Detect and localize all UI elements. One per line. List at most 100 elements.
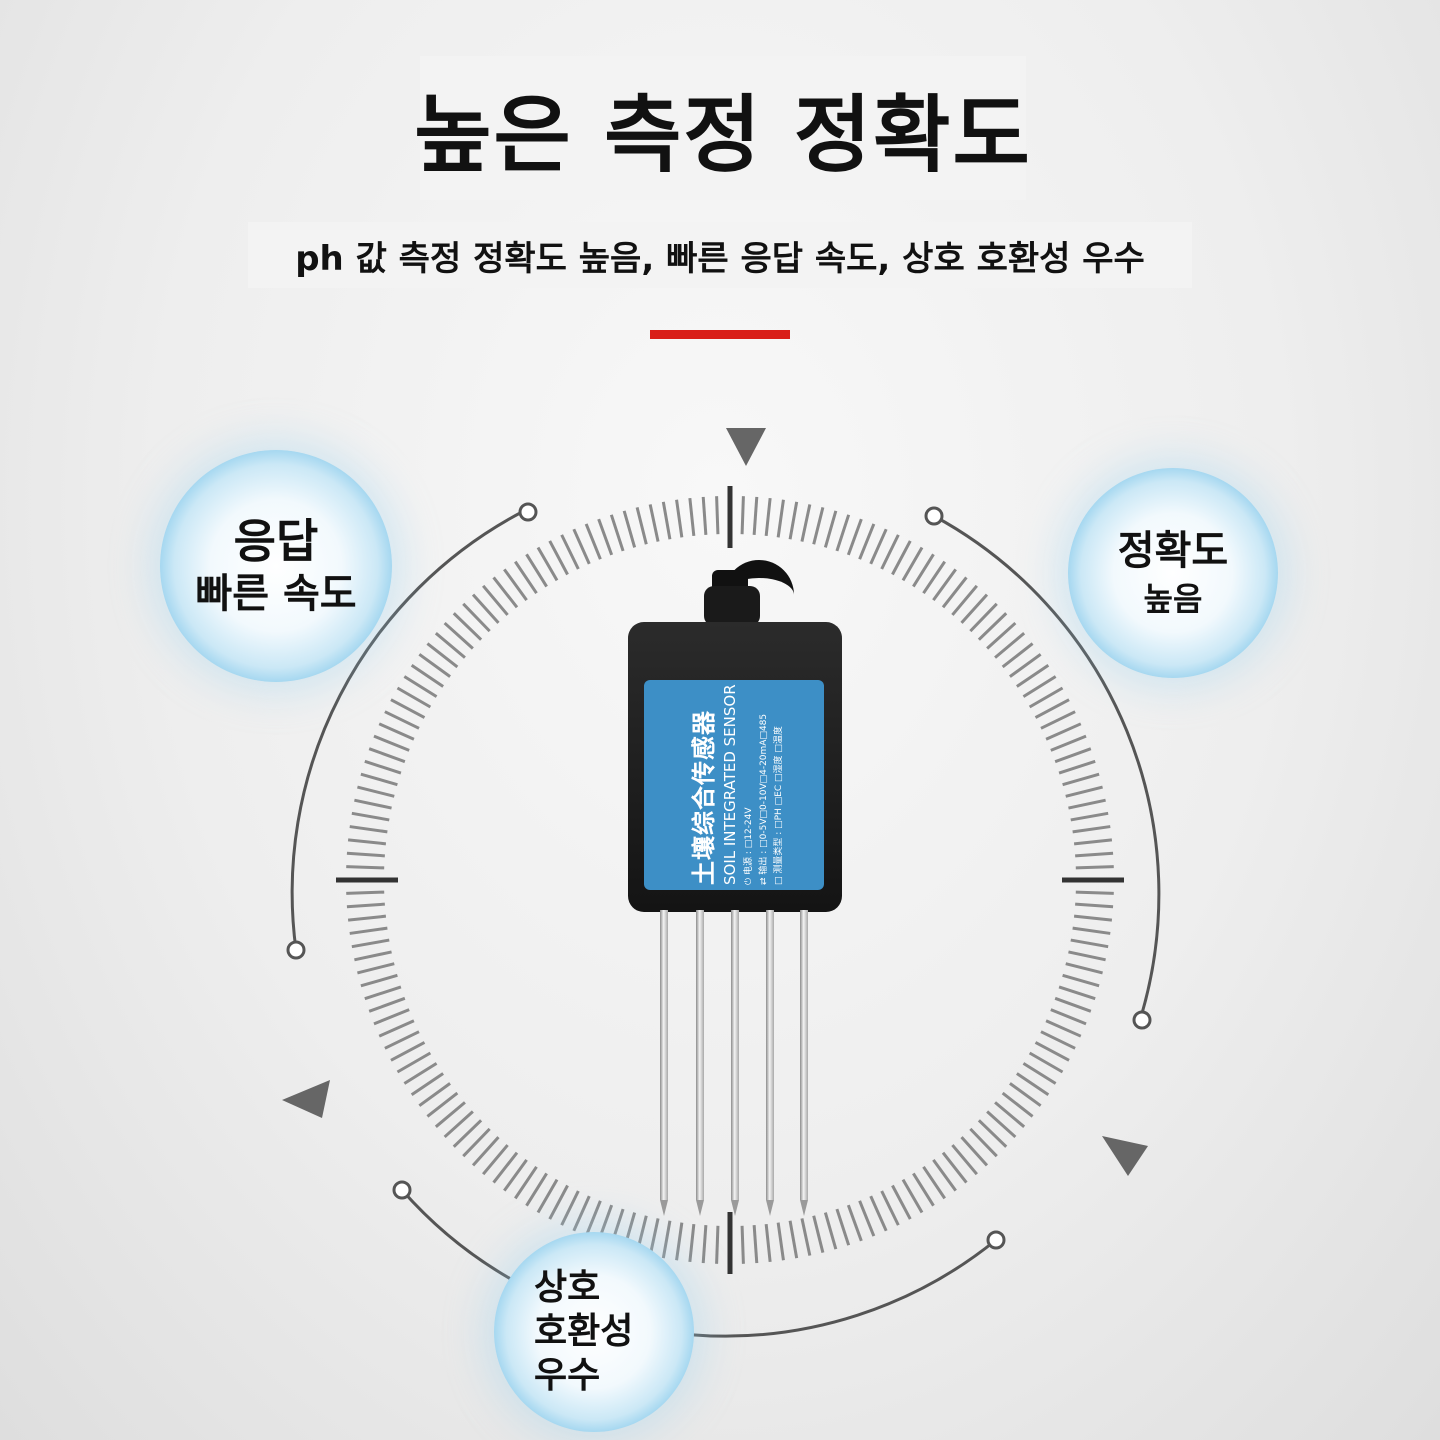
gauge-tick <box>800 504 812 542</box>
gauge-tick <box>661 1220 672 1259</box>
gauge-tick <box>869 528 888 565</box>
gauge-tick <box>835 514 851 552</box>
gauge-tick <box>1073 838 1113 846</box>
arc-dot <box>392 1180 412 1200</box>
gauge-tick <box>572 1195 591 1232</box>
sensor-probe <box>696 910 704 1216</box>
gauge-tick <box>1075 902 1114 909</box>
gauge-tick <box>462 1127 491 1158</box>
gauge-tick <box>891 540 912 576</box>
gauge-tick <box>482 584 509 616</box>
gauge-tick <box>426 1091 459 1118</box>
gauge-tick <box>609 514 625 552</box>
gauge-tick <box>410 1072 444 1096</box>
sensor-probe <box>800 910 808 1216</box>
gauge-tick <box>492 1151 519 1184</box>
gauge-tick <box>1050 734 1087 752</box>
gauge-tick <box>752 496 759 535</box>
gauge-tick <box>1016 1072 1050 1096</box>
gauge-tick <box>364 985 402 1001</box>
gauge-tick <box>572 528 591 565</box>
gauge-tick <box>443 621 474 650</box>
gauge-tick <box>584 1200 602 1237</box>
accent-divider <box>650 330 790 339</box>
gauge-tick <box>351 938 390 949</box>
gauge-tick <box>548 540 569 576</box>
bubble-compat-text: 상호 호환성 우수 <box>534 1267 634 1396</box>
gauge-tick <box>635 507 648 545</box>
gauge-tick <box>396 686 432 709</box>
gauge-tick <box>1058 985 1096 1001</box>
gauge-tick <box>960 593 989 624</box>
gauge-tick <box>715 1225 720 1264</box>
gauge-tick <box>443 1110 474 1139</box>
gauge-tick <box>788 1220 799 1259</box>
gauge-tick <box>1065 962 1103 975</box>
gauge-tick <box>922 560 946 594</box>
gauge-tick <box>390 1041 426 1062</box>
gauge-tick <box>776 499 785 538</box>
gauge-tick <box>503 568 528 601</box>
gauge-tick <box>922 1166 946 1200</box>
gauge-tick <box>764 1223 772 1263</box>
gauge-tick <box>347 838 387 846</box>
gauge-tick <box>823 1212 838 1250</box>
gauge-tick <box>471 593 500 624</box>
arc-dot <box>518 502 538 522</box>
gauge-tick <box>941 576 968 609</box>
sensor-label-cn: 土壤综合传感器 <box>690 710 718 885</box>
gauge-tick <box>525 1172 548 1207</box>
gauge-tick <box>880 1190 900 1226</box>
gauge-tick <box>368 747 406 764</box>
gauge-tick <box>1068 950 1106 962</box>
gauge-tick <box>1072 825 1111 834</box>
gauge-tick <box>688 497 696 537</box>
gauge-tick <box>390 698 426 719</box>
gauge-tick <box>351 811 390 822</box>
gauge-tick <box>349 825 388 834</box>
gauge-tick <box>932 568 957 601</box>
gauge-tick <box>1001 642 1034 669</box>
gauge-tick <box>492 576 519 609</box>
bubble-response-sub: 빠른 속도 <box>195 571 357 617</box>
sensor-probe <box>766 910 774 1216</box>
bubble-accuracy-sub: 높음 <box>1143 580 1203 618</box>
sensor-cable-gland <box>704 586 760 626</box>
gauge-tick <box>378 1019 415 1038</box>
gauge-tick <box>536 1178 559 1214</box>
sensor-label-power: ⏻ 电源 : □12-24V <box>744 807 754 885</box>
gauge-tick <box>986 1110 1017 1139</box>
gauge-ticks <box>336 486 1124 1274</box>
arc-dot <box>1132 1010 1152 1030</box>
gauge-tick <box>661 501 672 540</box>
gauge-tick <box>403 1062 438 1085</box>
gauge-tick <box>1022 1062 1057 1085</box>
gauge-tick <box>482 1144 509 1176</box>
subtitle-band: ph 값 측정 정확도 높음, 빠른 응답 속도, 상호 호환성 우수 <box>248 222 1192 288</box>
gauge-tick <box>452 1119 483 1148</box>
gauge-tick <box>1073 914 1113 922</box>
gauge-tick <box>994 632 1026 659</box>
gauge-tick <box>514 1166 538 1200</box>
gauge-tick <box>858 523 876 560</box>
gauge-tick <box>800 1218 812 1256</box>
gauge-tick <box>764 497 772 537</box>
gauge-tick <box>471 1136 500 1167</box>
gauge-tick <box>812 507 825 545</box>
gauge-tick <box>960 1136 989 1167</box>
gauge-tick <box>846 518 863 556</box>
gauge-tick <box>977 1119 1008 1148</box>
bubble-compatibility: 상호 호환성 우수 <box>494 1232 694 1432</box>
gauge-tick <box>951 1144 978 1176</box>
gauge-tick <box>701 1225 708 1264</box>
gauge-tick <box>426 642 459 669</box>
gauge-tick <box>434 632 466 659</box>
gauge-tick <box>1062 973 1100 988</box>
triangle-marker-top <box>726 428 766 466</box>
gauge-tick <box>1034 698 1070 719</box>
gauge-tick <box>360 772 398 787</box>
gauge-tick <box>941 1151 968 1184</box>
gauge-tick <box>1058 759 1096 775</box>
gauge-tick <box>384 1030 420 1050</box>
